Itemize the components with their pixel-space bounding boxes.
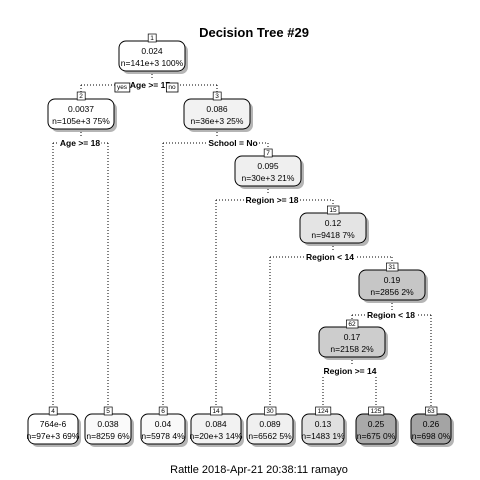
node-id: 62 (348, 321, 356, 328)
node-value: 0.086 (206, 104, 228, 114)
node-info: n=8259 6% (86, 431, 130, 441)
tree-node-7: 7 0.095 n=30e+3 21% (234, 148, 304, 189)
node-value: 0.12 (325, 218, 342, 228)
node-info: n=2158 2% (330, 344, 374, 354)
split-label: Region >= 14 (324, 366, 377, 376)
split-label: Region < 14 (306, 252, 354, 262)
node-id: 63 (427, 408, 435, 415)
node-info: n=141e+3 100% (121, 58, 184, 68)
node-info: n=6562 5% (248, 431, 292, 441)
node-id: 4 (51, 408, 55, 415)
node-id: 125 (371, 408, 382, 415)
node-id: 14 (212, 408, 220, 415)
node-info: n=36e+3 25% (191, 116, 244, 126)
node-id: 7 (266, 150, 270, 157)
tree-node-14: 14 0.084 n=20e+3 14% (190, 406, 244, 447)
node-info: n=97e+3 69% (27, 431, 80, 441)
tree-node-5: 5 0.038 n=8259 6% (84, 406, 134, 447)
branch-box (165, 82, 179, 93)
tree-node-30: 30 0.089 n=6562 5% (246, 406, 296, 447)
tree-node-4: 4 764e-6 n=97e+3 69% (27, 406, 81, 447)
node-id: 30 (266, 408, 274, 415)
split-label-bg (244, 195, 300, 205)
node-value: 0.0037 (68, 104, 94, 114)
node-id-box (210, 406, 223, 416)
node-id: 2 (79, 93, 83, 100)
node-value: 0.25 (368, 419, 385, 429)
tree-node-62: 62 0.17 n=2158 2% (318, 319, 388, 360)
node-value: 0.038 (97, 419, 119, 429)
node-value: 0.17 (344, 332, 361, 342)
split-label-bg (58, 138, 102, 148)
node-info: n=105e+3 75% (52, 116, 110, 126)
caption: Rattle 2018-Apr-21 20:38:11 ramayo (170, 464, 348, 476)
split-label-bg (322, 366, 378, 376)
node-id: 6 (161, 408, 165, 415)
tree-node-3: 3 0.086 n=36e+3 25% (183, 91, 253, 132)
node-value: 0.084 (205, 419, 227, 429)
node-id: 31 (388, 264, 396, 271)
split-label-bg (207, 138, 259, 148)
split-label: School = No (208, 138, 257, 148)
tree-node-1: 1 0.024 n=141e+3 100% (118, 33, 188, 74)
node-id-box (368, 406, 385, 416)
node-id-box (212, 91, 222, 101)
node-info: n=698 0% (412, 431, 451, 441)
split-label-bg (128, 80, 172, 90)
node-id-box (263, 148, 273, 158)
node-info: n=5978 4% (141, 431, 185, 441)
tree-node-2: 2 0.0037 n=105e+3 75% (47, 91, 117, 132)
node-id-box (346, 319, 359, 329)
node-info: n=9418 7% (311, 230, 355, 240)
tree-node-63: 63 0.26 n=698 0% (410, 406, 454, 447)
no-branch-label: no (168, 84, 176, 91)
node-id: 1 (150, 35, 154, 42)
node-id: 15 (329, 207, 337, 214)
node-info: n=30e+3 21% (242, 173, 295, 183)
node-value: 0.024 (141, 46, 163, 56)
tree-node-125: 125 0.25 n=675 0% (355, 406, 399, 447)
diagram-title: Decision Tree #29 (199, 25, 309, 40)
branch-box (114, 82, 131, 93)
node-value: 764e-6 (40, 419, 67, 429)
node-info: n=675 0% (357, 431, 396, 441)
node-value: 0.095 (257, 161, 279, 171)
node-value: 0.089 (259, 419, 281, 429)
node-value: 0.13 (315, 419, 332, 429)
node-info: n=20e+3 14% (190, 431, 243, 441)
node-id-box (76, 91, 86, 101)
node-info: n=1483 1% (301, 431, 345, 441)
node-id-box (315, 406, 332, 416)
tree-node-31: 31 0.19 n=2856 2% (358, 262, 428, 303)
node-id-box (327, 205, 340, 215)
node-id-box (425, 406, 438, 416)
split-label: Age >= 17 (130, 80, 170, 90)
node-id: 5 (106, 408, 110, 415)
node-id-box (386, 262, 399, 272)
tree-node-6: 6 0.04 n=5978 4% (140, 406, 188, 447)
split-label-bg (366, 310, 417, 320)
node-id: 124 (318, 408, 329, 415)
node-id-box (103, 406, 113, 416)
tree-node-124: 124 0.13 n=1483 1% (301, 406, 347, 447)
node-id-box (147, 33, 157, 43)
node-info: n=2856 2% (370, 287, 414, 297)
node-value: 0.19 (384, 275, 401, 285)
node-value: 0.04 (155, 419, 172, 429)
tree-node-15: 15 0.12 n=9418 7% (299, 205, 369, 246)
split-label: Region >= 18 (246, 195, 299, 205)
node-id: 3 (215, 93, 219, 100)
split-labels-layer: Age >= 17 Age >= 18 School = No Region >= 1… (58, 80, 417, 376)
node-id-box (48, 406, 58, 416)
node-id-box (264, 406, 277, 416)
split-label-bg (305, 252, 356, 262)
yes-branch-label: yes (117, 84, 128, 91)
node-value: 0.26 (423, 419, 440, 429)
split-label: Age >= 18 (60, 138, 100, 148)
split-label: Region < 18 (367, 310, 415, 320)
node-id-box (158, 406, 168, 416)
